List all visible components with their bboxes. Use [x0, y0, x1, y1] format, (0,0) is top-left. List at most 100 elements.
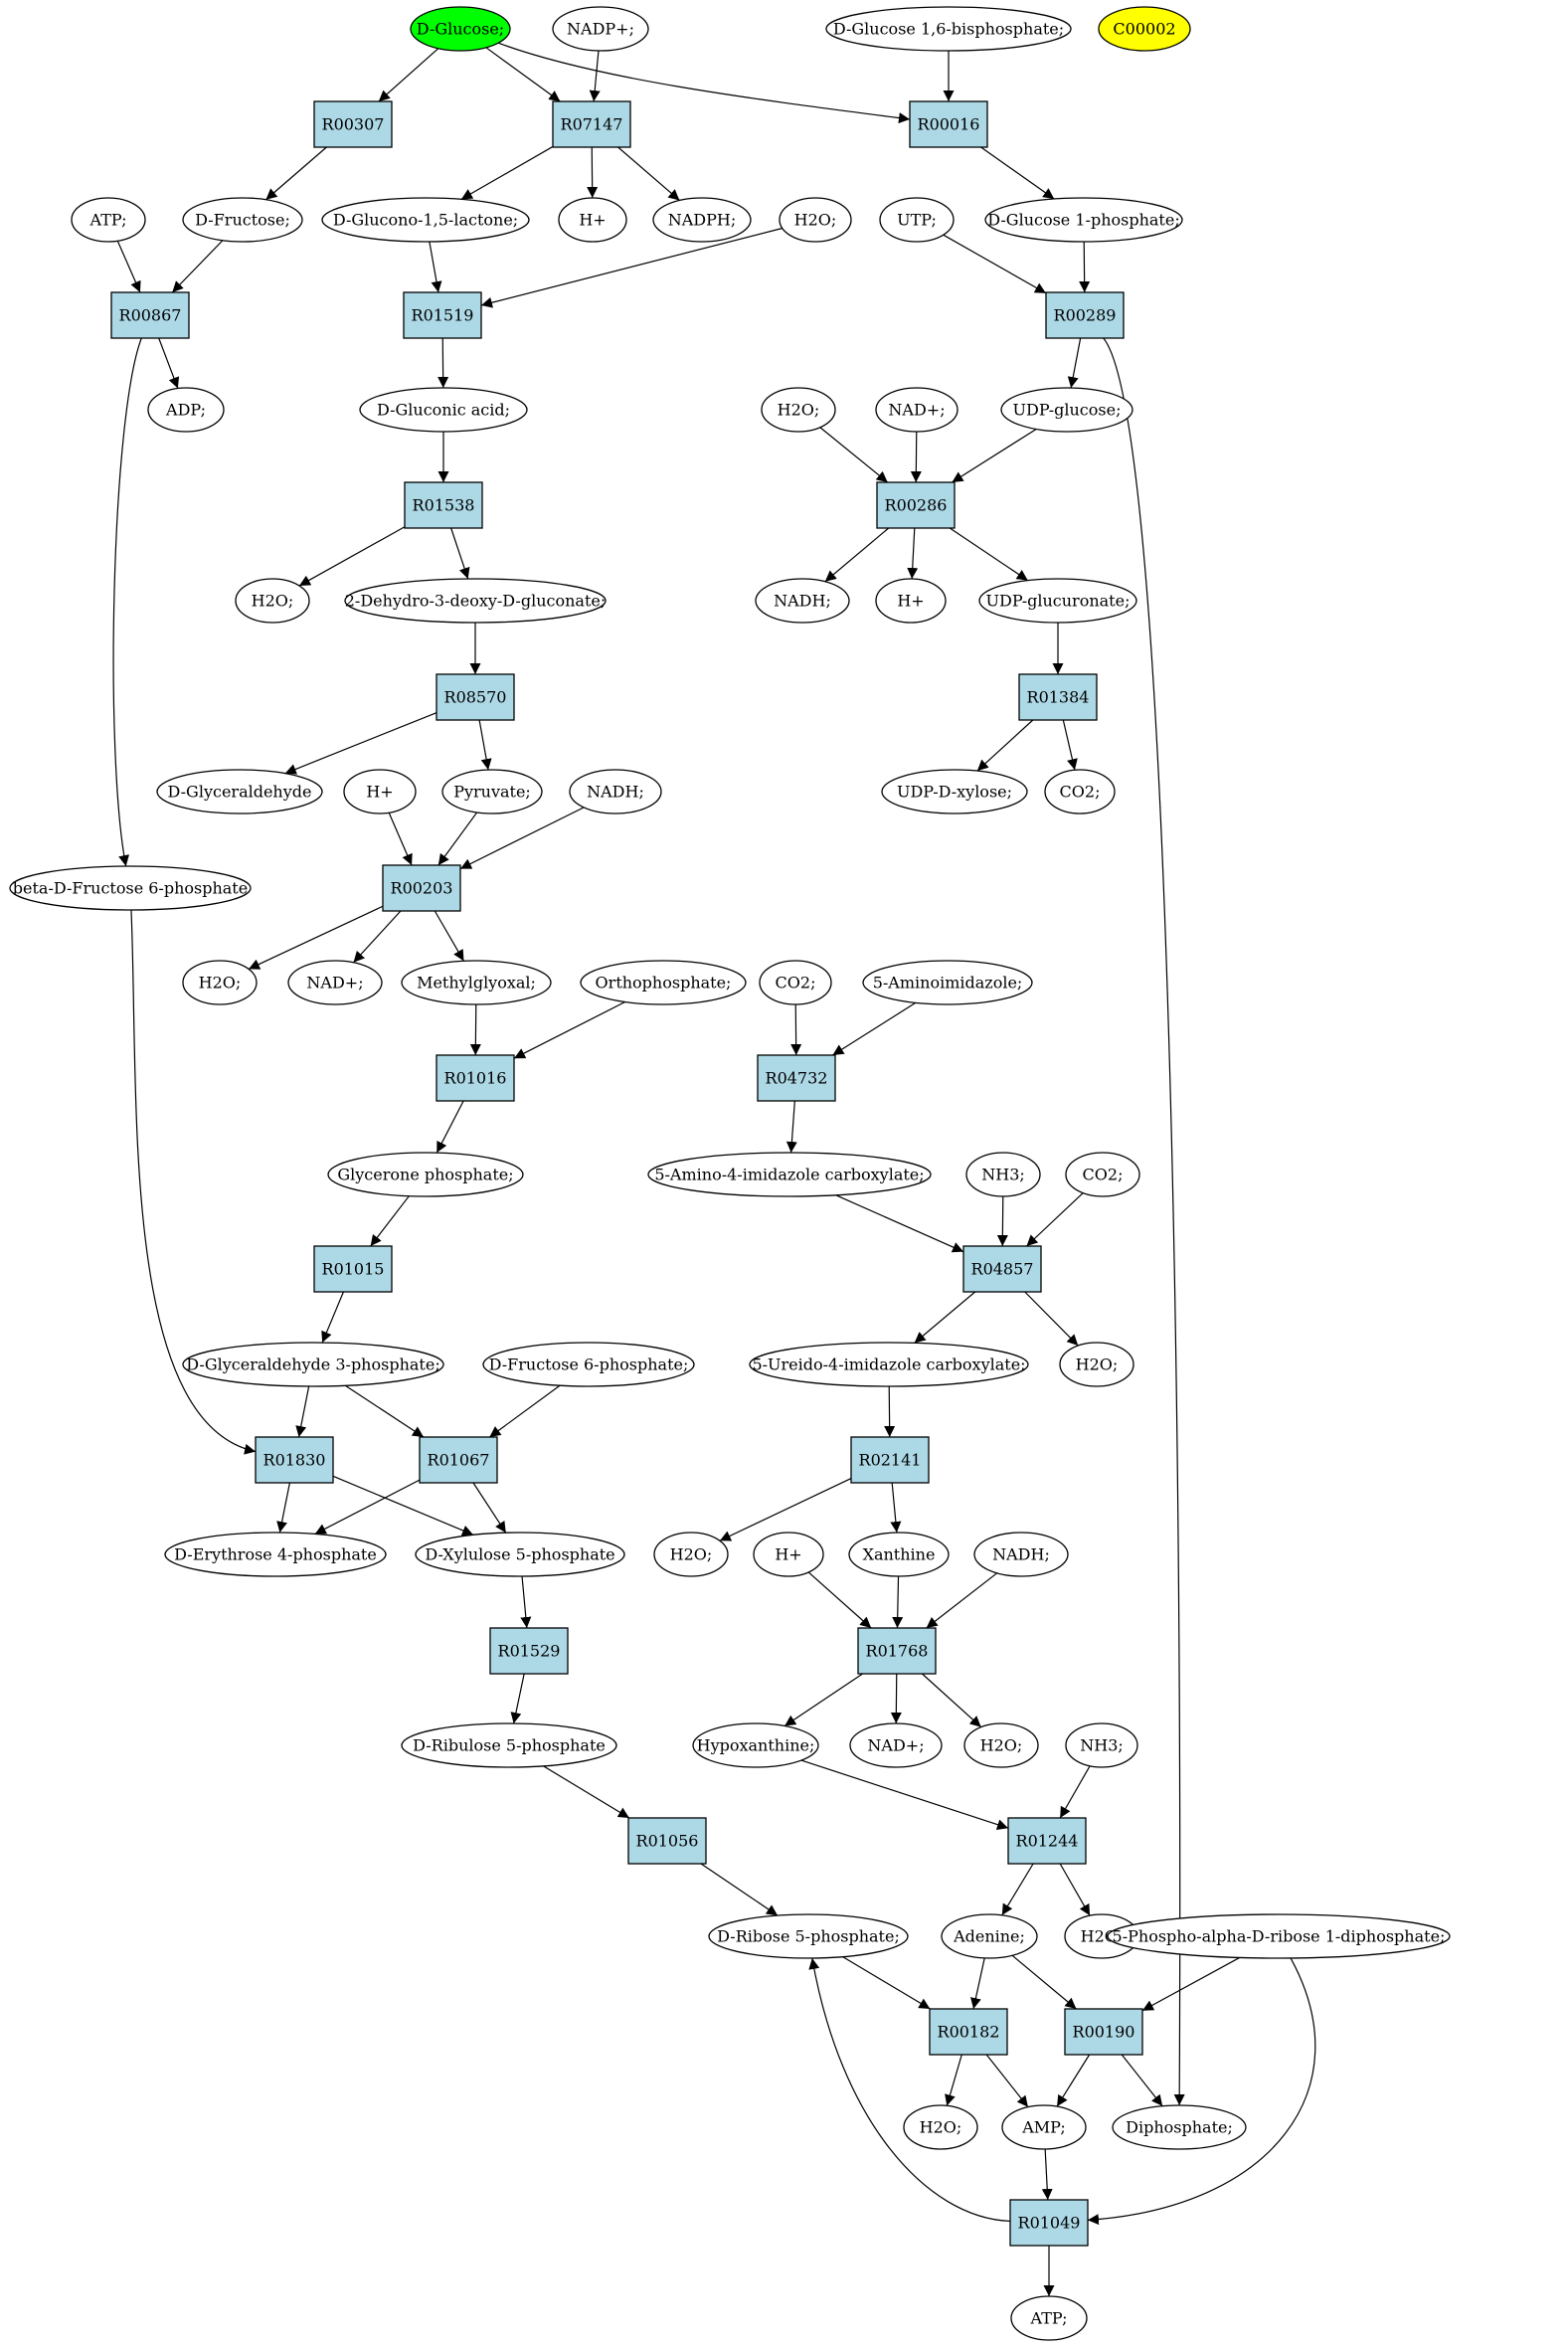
edge-r_R01067-to-n_e4p: [314, 1479, 421, 1535]
metabolite-ellipse: [825, 6, 1072, 52]
metabolite-ellipse: [1065, 1722, 1138, 1768]
edge-n_aic-to-r_R04857: [835, 1194, 964, 1253]
edge-r_R04857-to-n_h2o5: [1024, 1291, 1079, 1347]
edge-n_glucose-to-r_R00307: [378, 48, 439, 102]
edge-n_bf6p-to-r_R01830: [130, 909, 257, 1455]
metabolite-ellipse: [749, 1342, 1029, 1387]
edge-n_udpglucose-to-r_R00286: [952, 428, 1037, 483]
edge-n_f6p-to-r_R01067: [489, 1384, 561, 1438]
metabolite-node-n_x5p: D-Xylulose 5-phosphate: [415, 1532, 625, 1577]
reaction-node-r_R01384: R01384: [1018, 673, 1098, 721]
edge-n_glucose-to-r_R07147: [485, 47, 561, 102]
edge-n_hplus3-to-r_R00203: [388, 813, 413, 866]
metabolite-ellipse: [1098, 6, 1191, 52]
edge-r_R02141-to-n_xanthine: [890, 1482, 902, 1534]
edge-n_co2_3-to-r_R04857: [1026, 1192, 1084, 1247]
metabolite-ellipse: [1044, 769, 1116, 814]
metabolite-ellipse: [182, 960, 258, 1005]
reaction-node-r_R01519: R01519: [403, 291, 482, 339]
metabolite-ellipse: [552, 6, 649, 52]
metabolite-label: 2-Dehydro-3-deoxy-D-gluconate;: [345, 592, 606, 611]
metabolite-label: D-Glyceraldehyde: [168, 783, 312, 802]
edge-n_aminoimidazole-to-r_R04732: [832, 1001, 917, 1056]
edge-r_R01049-to-n_r5p: [808, 1957, 1011, 2223]
edge-r_R02141-to-n_h2o6: [719, 1477, 852, 1541]
metabolite-label: H+: [897, 592, 924, 611]
metabolite-label: H+: [775, 1545, 801, 1564]
reaction-label: R01519: [412, 306, 474, 325]
metabolite-node-n_orthophosphate: Orthophosphate;: [580, 960, 747, 1005]
metabolite-ellipse: [235, 578, 310, 624]
metabolite-node-n_aic: 5-Amino-4-imidazole carboxylate;: [647, 1152, 932, 1197]
metabolite-node-n_hplus4: H+: [753, 1532, 824, 1577]
metabolite-ellipse: [1065, 1152, 1140, 1197]
metabolite-label: D-Glyceraldehyde 3-phosphate;: [186, 1356, 439, 1374]
metabolite-label: D-Gluconic acid;: [377, 401, 510, 420]
edge-n_nadp-to-r_R07147: [589, 50, 601, 102]
metabolite-node-n_hypoxanthine: Hypoxanthine;: [692, 1722, 819, 1768]
edge-r_R00190-to-n_diphosphate: [1121, 2054, 1163, 2107]
edge-n_methylglyoxal-to-r_R01016: [469, 1003, 481, 1056]
metabolite-node-n_e4p: D-Erythrose 4-phosphate: [164, 1532, 387, 1577]
edge-r_R00182-to-n_amp: [985, 2054, 1029, 2108]
metabolite-label: AMP;: [1021, 2118, 1066, 2137]
metabolite-label: D-Glucono-1,5-lactone;: [333, 211, 518, 230]
metabolite-label: CO2;: [1083, 1166, 1124, 1184]
edge-r_R08570-to-n_pyruvate: [478, 719, 492, 771]
metabolite-node-n_kdg: 2-Dehydro-3-deoxy-D-gluconate;: [344, 578, 607, 624]
edge-r_R01768-to-n_h2o7: [922, 1673, 982, 1728]
metabolite-node-n_udpglucuronate: UDP-glucuronate;: [978, 578, 1137, 624]
reaction-label: R01049: [1018, 2214, 1081, 2233]
metabolite-ellipse: [359, 387, 528, 433]
metabolite-node-n_uic: 5-Ureido-4-imidazole carboxylate;: [749, 1342, 1029, 1387]
edge-r_R00203-to-n_h2o4: [248, 905, 384, 970]
metabolite-label: D-Ribulose 5-phosphate: [413, 1736, 606, 1755]
metabolite-ellipse: [569, 769, 662, 814]
reaction-label: R01056: [636, 1832, 699, 1851]
metabolite-node-n_nh3_1: NH3;: [965, 1152, 1041, 1197]
metabolite-ellipse: [879, 197, 955, 243]
metabolite-node-n_methylglyoxal: Methylglyoxal;: [401, 960, 552, 1005]
metabolite-label: H2O;: [778, 401, 820, 420]
metabolite-label: CO2;: [1060, 783, 1101, 802]
edge-n_xanthine-to-r_R01768: [892, 1575, 904, 1629]
metabolite-label: NADH;: [587, 783, 644, 802]
reaction-node-r_R00190: R00190: [1064, 2008, 1143, 2056]
reaction-node-r_R08570: R08570: [436, 673, 515, 721]
reaction-box: [1007, 1817, 1087, 1865]
metabolite-label: Hypoxanthine;: [697, 1736, 815, 1755]
reaction-node-r_R01529: R01529: [489, 1627, 569, 1675]
reaction-node-r_R07147: R07147: [552, 100, 631, 148]
edge-r_R08570-to-n_glyceraldehyde: [284, 712, 437, 775]
reaction-box: [962, 1245, 1042, 1293]
reaction-box: [404, 481, 483, 529]
metabolite-label: ATP;: [89, 211, 127, 230]
metabolite-node-n_h2o7: H2O;: [963, 1722, 1039, 1768]
metabolite-ellipse: [973, 1532, 1069, 1577]
metabolite-label: C00002: [1113, 20, 1175, 39]
metabolite-node-n_utp: UTP;: [879, 197, 955, 243]
reaction-label: R04857: [971, 1260, 1034, 1279]
metabolite-ellipse: [164, 1532, 387, 1577]
metabolite-ellipse: [482, 1342, 695, 1387]
reaction-label: R00307: [322, 115, 385, 134]
metabolite-node-n_adenine: Adenine;: [941, 1913, 1038, 1959]
edge-n_prpp-to-r_R00190: [1141, 1956, 1241, 2012]
metabolite-ellipse: [653, 1532, 729, 1577]
reaction-label: R01067: [428, 1451, 490, 1470]
reaction-label: R02141: [859, 1451, 922, 1470]
reaction-box: [1018, 673, 1098, 721]
reaction-label: R01529: [498, 1642, 561, 1661]
metabolite-ellipse: [1059, 1342, 1134, 1387]
edge-n_pyruvate-to-r_R00203: [437, 812, 478, 866]
metabolite-ellipse: [401, 960, 552, 1005]
metabolite-ellipse: [441, 769, 543, 814]
metabolite-node-n_nad2: NAD+;: [287, 960, 383, 1005]
reaction-node-r_R00203: R00203: [382, 864, 461, 912]
metabolite-node-n_hplus1: H+: [558, 197, 627, 243]
edge-n_glucono-to-r_R01519: [429, 241, 442, 293]
edge-r_R00867-to-n_adp: [158, 337, 180, 389]
metabolite-node-n_pyruvate: Pyruvate;: [441, 769, 543, 814]
metabolite-node-n_c00002: C00002: [1098, 6, 1191, 52]
